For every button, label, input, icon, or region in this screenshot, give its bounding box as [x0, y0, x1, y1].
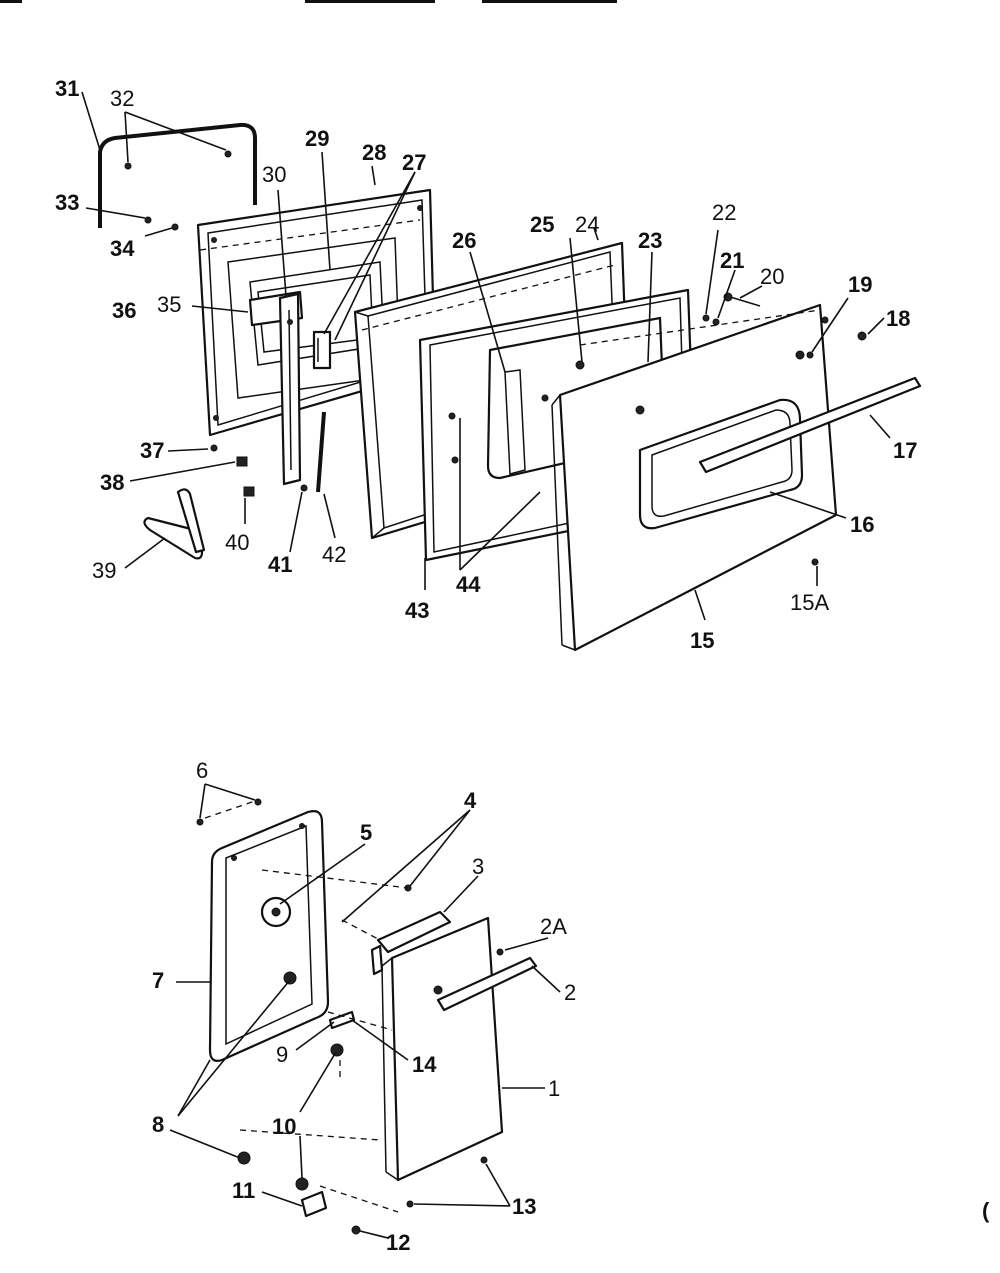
- label-15: 15: [690, 628, 714, 653]
- label-9: 9: [276, 1042, 288, 1067]
- label-27: 27: [402, 150, 426, 175]
- label-7: 7: [152, 968, 164, 993]
- hinge-arm: [278, 292, 302, 486]
- door-hinge: [143, 488, 206, 560]
- label-31: 31: [55, 76, 79, 101]
- label-19: 19: [848, 272, 872, 297]
- screw-12: [351, 1225, 361, 1235]
- label-15a: 15A: [790, 590, 829, 615]
- door-gasket-frame: [98, 122, 257, 228]
- clip-40: [243, 486, 255, 497]
- label-44: 44: [456, 572, 481, 597]
- label-39: 39: [92, 558, 116, 583]
- label-4: 4: [464, 788, 477, 813]
- label-5: 5: [360, 820, 372, 845]
- label-28: 28: [362, 140, 386, 165]
- grommet-8: [283, 971, 297, 985]
- label-6: 6: [196, 758, 208, 783]
- upper-leader-lines: [81, 91, 891, 621]
- label-17: 17: [893, 438, 917, 463]
- edge-mark: (: [982, 1198, 990, 1223]
- small-door-handle: [436, 956, 538, 1012]
- label-11: 11: [232, 1178, 255, 1203]
- nut-18: [857, 331, 867, 341]
- grommet-10b: [295, 1177, 309, 1191]
- label-25: 25: [530, 212, 554, 237]
- label-32: 32: [110, 86, 134, 111]
- lower-leader-lines: [169, 783, 561, 1239]
- grommet-10a: [330, 1043, 344, 1057]
- label-3: 3: [472, 854, 484, 879]
- screw-6b: [254, 798, 262, 806]
- label-41: 41: [268, 552, 292, 577]
- lower-part-labels: 6 5 4 3 2A 2 7 1 9 14 8 10 11 12 13: [152, 758, 576, 1255]
- screw-33: [144, 216, 152, 224]
- label-26: 26: [452, 228, 476, 253]
- label-42: 42: [322, 542, 346, 567]
- lower-door-assembly: 6 5 4 3 2A 2 7 1 9 14 8 10 11 12 13: [152, 758, 576, 1255]
- label-38: 38: [100, 470, 124, 495]
- label-12: 12: [386, 1230, 410, 1255]
- screw-34: [171, 223, 179, 231]
- latch-rod: [316, 411, 326, 493]
- screw-15a: [811, 558, 819, 566]
- lower-hinge-clip: [300, 1190, 328, 1218]
- label-40: 40: [225, 530, 249, 555]
- cropped-header-marks: [0, 0, 617, 3]
- label-43: 43: [405, 598, 429, 623]
- upper-door-assembly: 31 32 33 34 36 35 30 29 28 27 26 25 24 2…: [55, 76, 922, 653]
- label-22: 22: [712, 200, 736, 225]
- clip-38: [236, 456, 248, 467]
- label-23: 23: [638, 228, 662, 253]
- hinge-screws: [702, 292, 761, 326]
- label-35: 35: [157, 292, 181, 317]
- label-2: 2: [564, 980, 576, 1005]
- label-10: 10: [272, 1114, 296, 1139]
- screw-37: [210, 444, 218, 452]
- label-1: 1: [548, 1076, 560, 1101]
- label-33: 33: [55, 190, 79, 215]
- label-21: 21: [720, 248, 744, 273]
- small-door-liner: [208, 810, 330, 1062]
- door-badge: [260, 896, 292, 928]
- label-30: 30: [262, 162, 286, 187]
- label-2a: 2A: [540, 914, 567, 939]
- upper-part-labels: 31 32 33 34 36 35 30 29 28 27 26 25 24 2…: [55, 76, 917, 653]
- label-20: 20: [760, 264, 784, 289]
- screw-13a: [480, 1156, 488, 1164]
- latch-bracket: [312, 330, 332, 370]
- label-16: 16: [850, 512, 874, 537]
- label-18: 18: [886, 306, 910, 331]
- label-29: 29: [305, 126, 329, 151]
- label-14: 14: [412, 1052, 437, 1077]
- door-handle: [698, 376, 922, 474]
- small-door-panel: [381, 916, 504, 1182]
- screw-13b: [406, 1200, 414, 1208]
- pin-41: [300, 484, 308, 492]
- label-37: 37: [140, 438, 164, 463]
- screw-6a: [196, 818, 204, 826]
- spacer-19: [806, 351, 814, 359]
- label-24: 24: [575, 212, 599, 237]
- label-36: 36: [112, 298, 136, 323]
- label-8: 8: [152, 1112, 164, 1137]
- label-13: 13: [512, 1194, 536, 1219]
- latch-clip: [328, 1010, 356, 1030]
- label-34: 34: [110, 236, 135, 261]
